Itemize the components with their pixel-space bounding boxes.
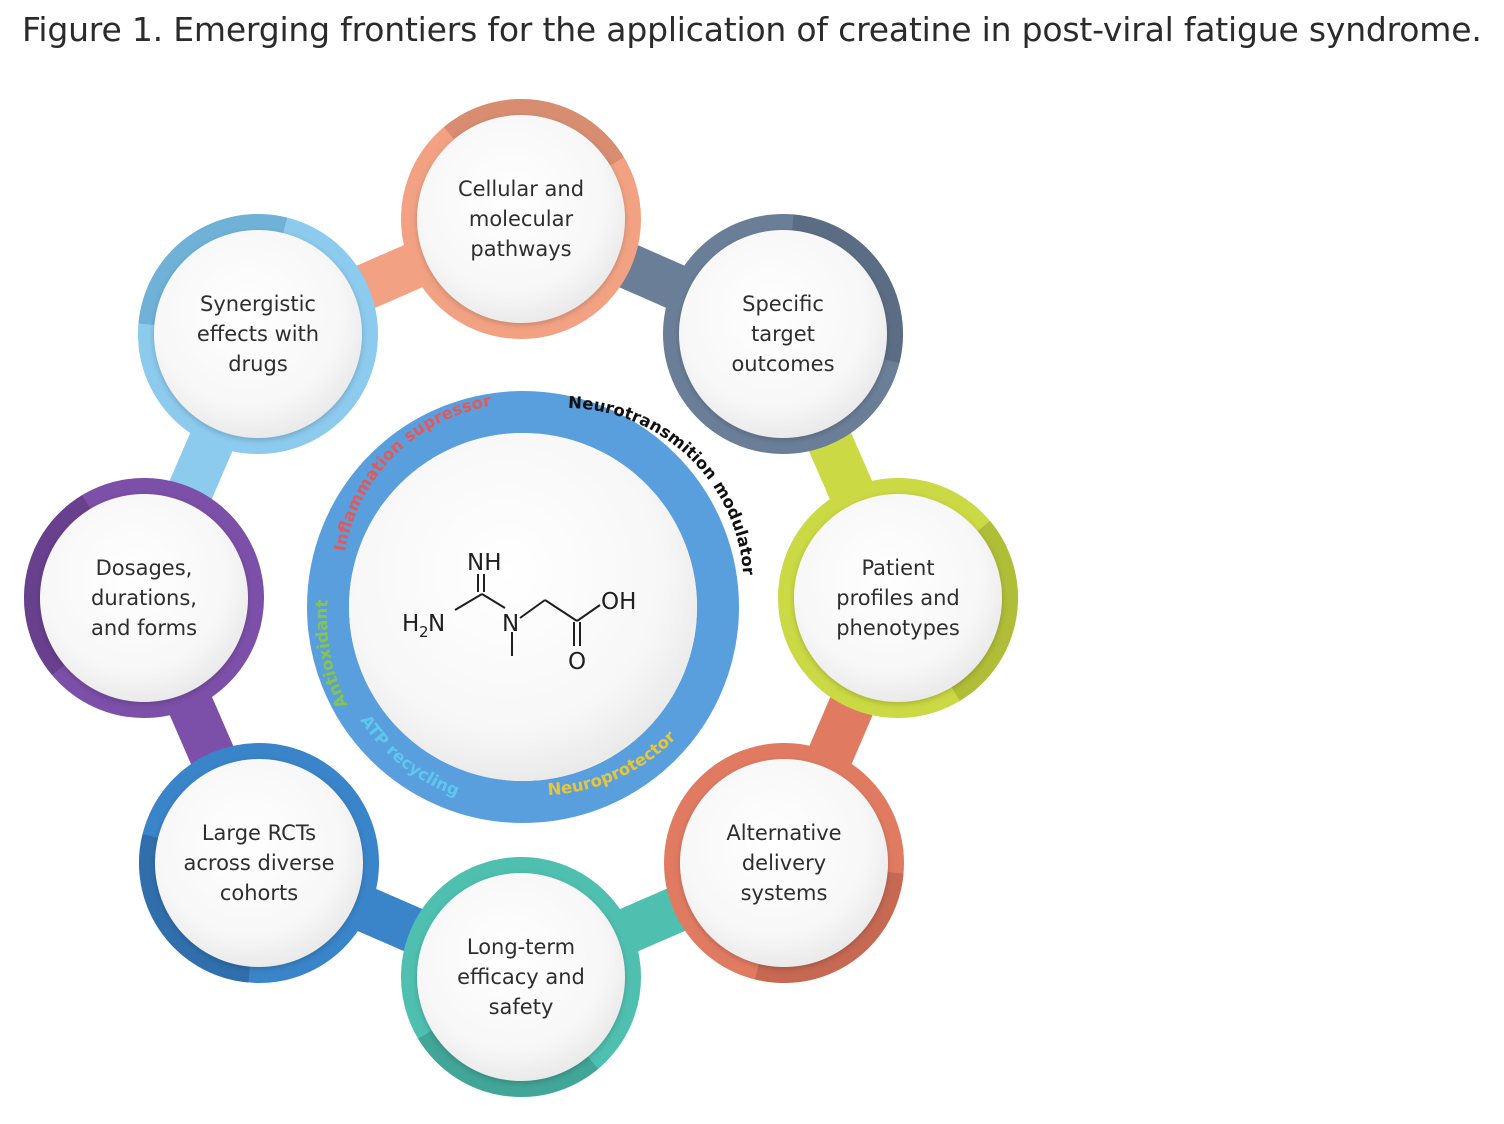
node-label-line: Patient <box>861 556 934 580</box>
node-label-line: pathways <box>470 237 571 261</box>
node-label-line: safety <box>489 995 554 1019</box>
node-label-line: cohorts <box>220 881 298 905</box>
node-disc <box>40 494 248 702</box>
node-label-line: Long-term <box>467 935 575 959</box>
node-label-line: systems <box>741 881 828 905</box>
node-ring-accent <box>24 495 92 676</box>
node-label-line: across diverse <box>184 851 335 875</box>
node-label-line: target <box>751 322 815 346</box>
node-long-term-efficacy: Long-term efficacy and safety <box>401 857 641 1097</box>
molecule-n: N <box>502 611 519 637</box>
creatine-molecule <box>454 574 601 656</box>
node-ring-accent <box>139 833 251 983</box>
node-disc <box>794 494 1002 702</box>
molecule-oh: OH <box>601 589 636 615</box>
node-ring-accent <box>418 1029 599 1097</box>
node-label-line: outcomes <box>731 352 834 376</box>
node-label-line: drugs <box>228 352 288 376</box>
node-label-line: efficacy and <box>457 965 585 989</box>
figure-caption: Figure 1. Emerging frontiers for the app… <box>22 10 1482 49</box>
node-dosages-forms: Dosages, durations, and forms <box>24 478 264 718</box>
molecule-h2n-n: N <box>428 611 445 637</box>
node-disc <box>417 115 625 323</box>
node-disc <box>680 759 888 967</box>
node-label-line: durations, <box>91 586 197 610</box>
molecule-h2n-h: H <box>402 611 419 637</box>
molecule-h2n-sub: 2 <box>419 623 429 641</box>
node-label-line: and forms <box>91 616 197 640</box>
molecule-nh: NH <box>467 550 502 576</box>
node-label-line: Dosages, <box>96 556 193 580</box>
molecule-o: O <box>568 649 586 675</box>
node-synergistic-effects: Synergistic effects with drugs <box>138 214 378 454</box>
node-large-rcts: Large RCTs across diverse cohorts <box>139 743 379 983</box>
node-disc <box>155 759 363 967</box>
node-label-line: Specific <box>742 292 824 316</box>
node-label-line: molecular <box>469 207 574 231</box>
creatine-molecule-labels: NH H 2 N N OH O <box>402 550 636 675</box>
node-cellular-pathways: Cellular and molecular pathways <box>401 99 641 339</box>
node-alternative-delivery: Alternative delivery systems <box>664 743 904 983</box>
node-label-line: Large RCTs <box>202 821 316 845</box>
node-ring-accent <box>950 520 1018 701</box>
node-disc <box>679 230 887 438</box>
node-ring-accent <box>791 214 903 364</box>
node-patient-profiles: Patient profiles and phenotypes <box>778 478 1018 718</box>
node-ring-accent <box>443 99 624 167</box>
central-core <box>349 433 697 781</box>
node-label-line: phenotypes <box>836 616 960 640</box>
central-ring-band <box>307 391 739 823</box>
node-disc <box>154 230 362 438</box>
node-ring-accent <box>138 214 288 326</box>
node-label-line: Alternative <box>726 821 841 845</box>
node-label-line: profiles and <box>836 586 959 610</box>
node-label-line: Cellular and <box>458 177 584 201</box>
node-label-line: Synergistic <box>200 292 316 316</box>
node-disc <box>417 873 625 1081</box>
node-specific-outcomes: Specific target outcomes <box>663 214 903 454</box>
node-label-line: delivery <box>742 851 826 875</box>
node-label-line: effects with <box>197 322 319 346</box>
node-ring-accent <box>754 871 904 983</box>
central-ring: Inflammation supressor Neurotransmition … <box>307 391 758 823</box>
